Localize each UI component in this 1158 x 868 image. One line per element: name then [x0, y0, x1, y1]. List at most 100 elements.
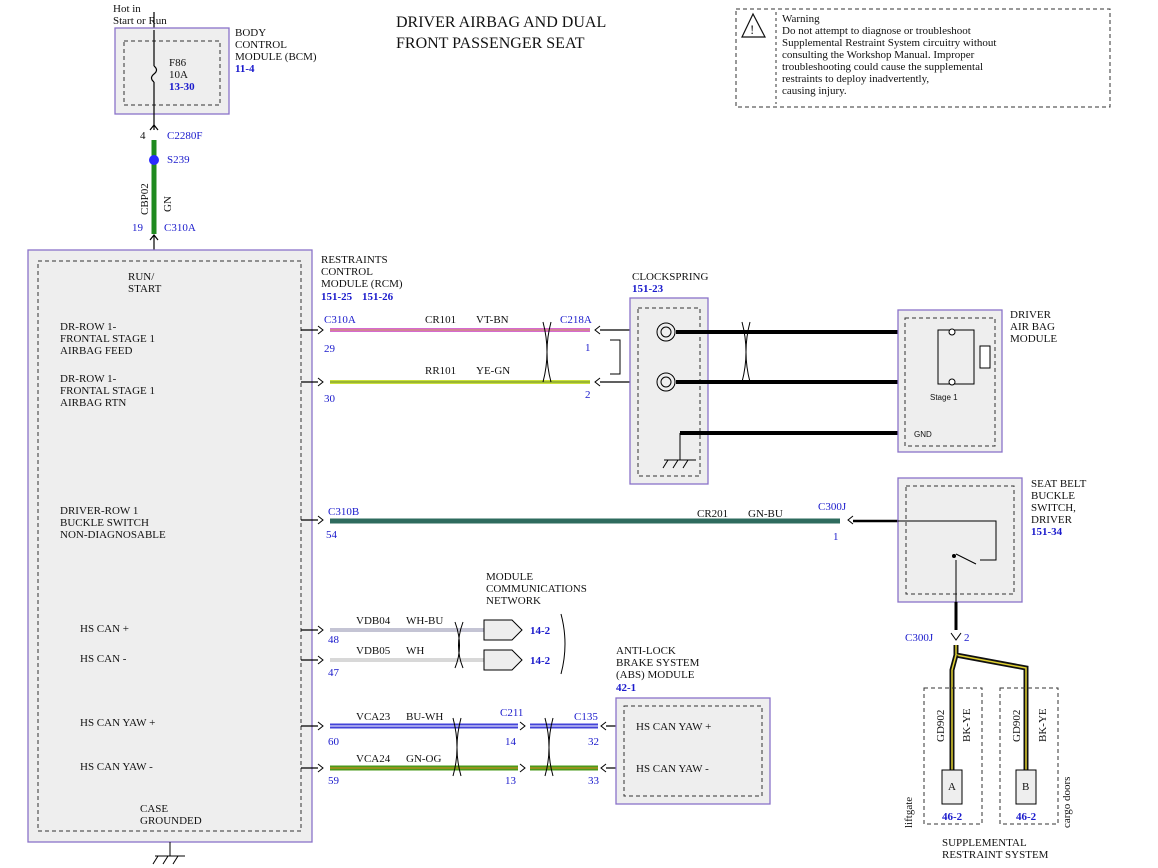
- warning-line: Do not attempt to diagnose or troublesho…: [782, 25, 971, 37]
- hot-in-label: Hot in: [113, 3, 141, 15]
- clockspring[interactable]: [629, 297, 709, 485]
- wire-vca23[interactable]: [301, 721, 624, 731]
- pin-number: 59: [328, 775, 340, 787]
- wire-color-label: BK-YE: [961, 708, 973, 742]
- rcm-pin-label: START: [128, 283, 162, 295]
- warning-box: ! Warning Do not attempt to diagnose or …: [735, 8, 1111, 108]
- circuit-label: VDB05: [356, 645, 391, 657]
- pin-number: 1: [833, 531, 839, 543]
- bcm-label: BODY: [235, 27, 266, 39]
- wire-color-label: VT-BN: [476, 314, 509, 326]
- ground-connector-b[interactable]: [999, 687, 1059, 825]
- bcm-label: CONTROL: [235, 39, 287, 51]
- splice-dot-icon: [149, 155, 159, 165]
- fuse-rating: 10A: [169, 69, 188, 81]
- abs-pin-label: HS CAN YAW +: [636, 721, 711, 733]
- rcm-label: CONTROL: [321, 266, 373, 278]
- terminal-letter: A: [948, 781, 956, 793]
- wire-color-label: WH-BU: [406, 615, 443, 627]
- circuit-label: VCA24: [356, 753, 391, 765]
- wire-color-label: GN-BU: [748, 508, 783, 520]
- pin-number: 32: [588, 736, 599, 748]
- location-label: cargo doors: [1061, 777, 1073, 828]
- bcm-module[interactable]: F86 10A 13-30: [114, 27, 230, 115]
- airbag-label: DRIVER: [1010, 309, 1052, 321]
- wire-color-label: BU-WH: [406, 711, 443, 723]
- abs-label: BRAKE SYSTEM: [616, 657, 700, 669]
- rcm-ref-link[interactable]: 151-25: [321, 291, 353, 303]
- wire-color-label: GN-OG: [406, 753, 441, 765]
- rcm-pin-label: FRONTAL STAGE 1: [60, 385, 155, 397]
- clockspring-ref-link[interactable]: 151-23: [632, 283, 664, 295]
- connector-label: C135: [574, 711, 598, 723]
- connector-label: C218A: [560, 314, 592, 326]
- seatbelt-label: DRIVER: [1031, 514, 1073, 526]
- abs-label: (ABS) MODULE: [616, 669, 695, 681]
- warning-line: Supplemental Restraint System circuitry …: [782, 37, 996, 49]
- rcm-label: MODULE (RCM): [321, 278, 403, 290]
- rcm-pin-label: NON-DIAGNOSABLE: [60, 529, 166, 541]
- rcm-pin-label: HS CAN +: [80, 623, 129, 635]
- ground-icon: [662, 433, 696, 469]
- pin-number: 54: [326, 529, 338, 541]
- connector-label: C2280F: [167, 130, 202, 142]
- fuse-name: F86: [169, 57, 187, 69]
- twisted-pair-icon: [542, 321, 621, 383]
- warning-line: Warning: [782, 13, 820, 25]
- pin-number: 29: [324, 343, 336, 355]
- pin-number: 33: [588, 775, 600, 787]
- wire-cr101[interactable]: [301, 325, 630, 335]
- pin-number: 14: [505, 736, 517, 748]
- pin-number: 19: [132, 222, 144, 234]
- wire-vdb05[interactable]: [301, 649, 523, 671]
- ground-ref-link[interactable]: 46-2: [942, 811, 963, 823]
- seatbelt-switch[interactable]: [897, 477, 1023, 603]
- network-ref-link[interactable]: 14-2: [530, 625, 551, 637]
- circuit-label: CR101: [425, 314, 456, 326]
- fuse-ref-link[interactable]: 13-30: [169, 81, 195, 93]
- driver-airbag-module[interactable]: [897, 309, 1003, 453]
- rcm-pin-label: HS CAN YAW -: [80, 761, 153, 773]
- ground-icon: [152, 842, 185, 865]
- bcm-label: MODULE (BCM): [235, 51, 317, 63]
- ground-connector-a[interactable]: [923, 687, 983, 825]
- pin-number: 30: [324, 393, 336, 405]
- mcn-label: MODULE: [486, 571, 533, 583]
- circuit-label: CR201: [697, 508, 728, 520]
- wire-vca24[interactable]: [301, 763, 624, 773]
- network-ref-link[interactable]: 14-2: [530, 655, 551, 667]
- wire-gd902[interactable]: [949, 645, 1029, 770]
- srs-label: RESTRAINT SYSTEM: [942, 849, 1049, 861]
- warning-line: restraints to deploy inadvertently,: [782, 73, 929, 85]
- hot-in-label: Start or Run: [113, 15, 167, 27]
- wire-rr101[interactable]: [301, 377, 630, 387]
- abs-ref-link[interactable]: 42-1: [616, 682, 636, 694]
- feed-wire[interactable]: [149, 114, 159, 252]
- seatbelt-label: SWITCH,: [1031, 502, 1076, 514]
- diagram-title-line1: DRIVER AIRBAG AND DUAL: [396, 14, 606, 31]
- svg-text:!: !: [750, 22, 754, 37]
- bcm-ref-link[interactable]: 11-4: [235, 63, 255, 75]
- rcm-module[interactable]: [27, 249, 313, 843]
- splice-label: S239: [167, 154, 190, 166]
- abs-pin-label: HS CAN YAW -: [636, 763, 709, 775]
- mcn-label: NETWORK: [486, 595, 541, 607]
- abs-module[interactable]: [615, 697, 771, 805]
- seatbelt-label: BUCKLE: [1031, 490, 1075, 502]
- rcm-pin-label: BUCKLE SWITCH: [60, 517, 149, 529]
- terminal-letter: B: [1022, 781, 1029, 793]
- ground-ref-link[interactable]: 46-2: [1016, 811, 1037, 823]
- connector-label: C310A: [324, 314, 356, 326]
- rcm-case-label: CASE: [140, 803, 168, 815]
- airbag-label: AIR BAG: [1010, 321, 1055, 333]
- connector-label: C300J: [818, 501, 847, 513]
- connector-label: C310B: [328, 506, 359, 518]
- circuit-label: CBP02: [139, 183, 151, 215]
- wire-vdb04[interactable]: [301, 619, 523, 641]
- seatbelt-ref-link[interactable]: 151-34: [1031, 526, 1063, 538]
- rcm-ref-link[interactable]: 151-26: [362, 291, 394, 303]
- airbag-label: MODULE: [1010, 333, 1057, 345]
- wire-cr201[interactable]: [301, 515, 898, 525]
- rcm-pin-label: AIRBAG FEED: [60, 345, 132, 357]
- rcm-pin-label: HS CAN YAW +: [80, 717, 155, 729]
